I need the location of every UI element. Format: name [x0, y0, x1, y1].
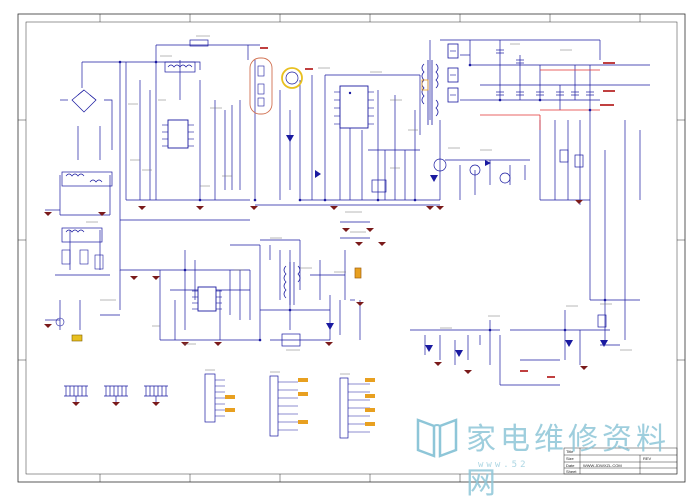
- title-block-label-date: Date: [566, 463, 575, 468]
- heatsink-icons: [64, 385, 168, 402]
- pfc-controller-ic: [162, 119, 194, 149]
- title-block-drawing-no: WWW.JDWXZL.COM: [583, 463, 622, 468]
- diodes-icon: [286, 135, 608, 357]
- output-rectifiers: [447, 43, 459, 103]
- output-capacitors-icon: [496, 49, 594, 96]
- standby-transformer-icon: [283, 262, 362, 305]
- highlight-circle-yellow: [281, 67, 303, 89]
- connector-cn3: [339, 377, 375, 439]
- drawing-frame: [17, 13, 686, 483]
- highlight-circle-left: [249, 57, 273, 115]
- component-label-ticks: [86, 35, 632, 375]
- optocoupler-icon: [281, 179, 387, 347]
- input-components-icon: [55, 249, 104, 342]
- title-block-rev: REV: [643, 456, 652, 461]
- watermark-book-icon: [416, 418, 458, 458]
- title-block-label-title: Title: [566, 449, 574, 454]
- frame-ticks: [18, 14, 685, 482]
- watermark-text: 家电维修资料网: [466, 422, 670, 501]
- regulator-transistors-icon: [433, 149, 607, 328]
- line-filter-choke-icon: [61, 171, 113, 243]
- drawing-inner-frame: [25, 21, 678, 475]
- title-block-label-sheet: Sheet: [566, 469, 577, 474]
- connector-cn1: [204, 373, 235, 423]
- connector-cn2: [269, 375, 308, 437]
- pfc-inductor-icon: [164, 39, 209, 73]
- ground-symbol-icon: [44, 200, 588, 406]
- wire-net: [45, 39, 650, 386]
- title-block-label-size: Size: [566, 456, 574, 461]
- standby-controller-ic: [192, 286, 222, 312]
- net-label-markers: [260, 47, 615, 378]
- bridge-rectifier-icon: [71, 89, 97, 113]
- pwm-controller-ic: [334, 85, 374, 129]
- junction-dots: [118, 60, 607, 342]
- main-transformer-icon: [421, 60, 439, 125]
- watermark-url: www.52: [478, 460, 529, 470]
- title-block: [563, 447, 678, 475]
